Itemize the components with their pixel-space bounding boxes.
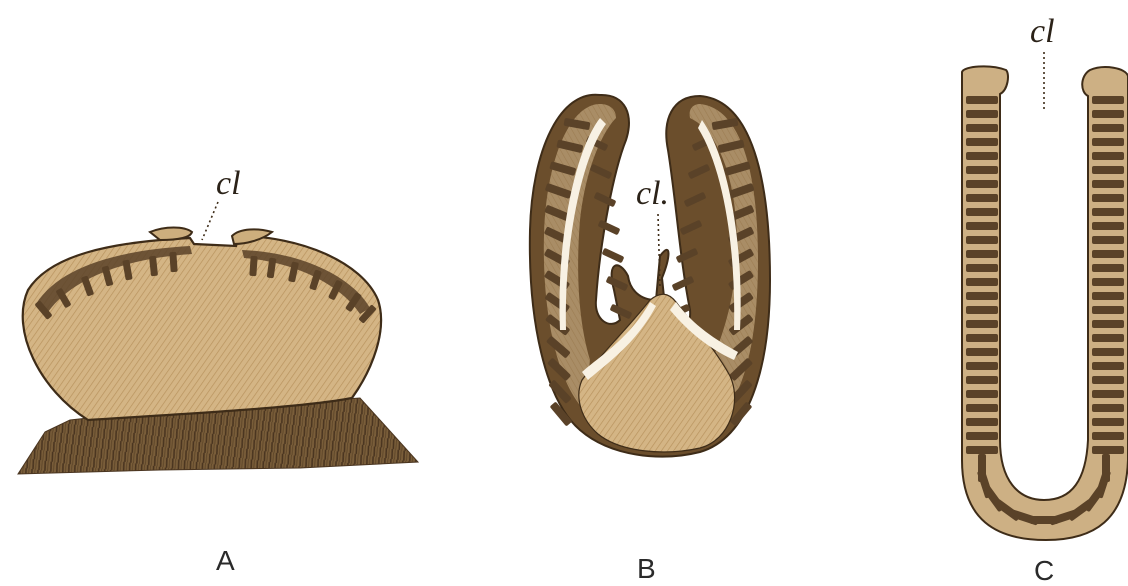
panel-b-letter: B bbox=[637, 553, 656, 584]
panel-c-cell bbox=[966, 124, 998, 132]
panel-c-cell bbox=[1092, 194, 1124, 202]
panel-c-cell bbox=[966, 292, 998, 300]
panel-c-cell bbox=[1092, 208, 1124, 216]
panel-c-cell bbox=[966, 404, 998, 412]
panel-b-cell bbox=[602, 248, 625, 264]
panel-c-cell bbox=[966, 222, 998, 230]
panel-c-cell bbox=[966, 138, 998, 146]
panel-c-cell bbox=[966, 348, 998, 356]
panel-b-cl-label: cl. bbox=[636, 175, 669, 212]
panel-c-cell bbox=[1092, 292, 1124, 300]
panel-c-cell bbox=[966, 432, 998, 440]
panel-c-cell bbox=[1092, 362, 1124, 370]
panel-c-cell bbox=[1092, 404, 1124, 412]
panel-a-cl-pointer bbox=[202, 202, 218, 240]
panel-c-cell bbox=[966, 110, 998, 118]
panel-a-cell bbox=[249, 256, 257, 276]
panel-c-cell bbox=[966, 180, 998, 188]
panel-c-cell bbox=[1092, 376, 1124, 384]
panel-c-cell bbox=[1092, 250, 1124, 258]
panel-c-cell bbox=[1092, 390, 1124, 398]
panel-c-cell bbox=[978, 454, 986, 482]
panel-c-cell bbox=[966, 390, 998, 398]
panel-c-cell bbox=[1092, 152, 1124, 160]
panel-c-letter: C bbox=[1034, 555, 1054, 586]
panel-c-cell bbox=[1092, 236, 1124, 244]
panel-a-letter: A bbox=[216, 545, 235, 576]
panel-c-cell bbox=[966, 278, 998, 286]
panel-c-cell bbox=[1092, 348, 1124, 356]
panel-c-cell bbox=[1092, 110, 1124, 118]
panel-c-cl-label: cl bbox=[1030, 13, 1055, 50]
panel-c-cell bbox=[966, 166, 998, 174]
panel-c-cell bbox=[1092, 334, 1124, 342]
panel-c-cell bbox=[1092, 138, 1124, 146]
panel-a-cell bbox=[169, 252, 177, 272]
panel-c-cell bbox=[966, 320, 998, 328]
panel-c-cell bbox=[966, 376, 998, 384]
panel-c-cell bbox=[966, 362, 998, 370]
panel-c-cell bbox=[966, 250, 998, 258]
panel-c-cell bbox=[966, 264, 998, 272]
panel-c-cell bbox=[966, 96, 998, 104]
panel-c-cell bbox=[1092, 432, 1124, 440]
panel-c-cell bbox=[1092, 222, 1124, 230]
panel-c-cell bbox=[966, 446, 998, 454]
panel-c-cell bbox=[1092, 166, 1124, 174]
panel-c: cl C bbox=[962, 13, 1128, 586]
panel-a-cl-label: cl bbox=[216, 165, 241, 202]
panel-a-embryo-body bbox=[23, 236, 381, 420]
panel-c-cell bbox=[1092, 124, 1124, 132]
panel-c-cell bbox=[966, 152, 998, 160]
panel-c-cell bbox=[1092, 446, 1124, 454]
panel-c-cell bbox=[1092, 418, 1124, 426]
panel-c-cell bbox=[1092, 278, 1124, 286]
panel-c-cell bbox=[966, 194, 998, 202]
panel-c-cell bbox=[966, 418, 998, 426]
panel-b: cl. B bbox=[530, 95, 770, 584]
panel-c-cell bbox=[966, 306, 998, 314]
panel-c-cell bbox=[966, 334, 998, 342]
panel-c-cell bbox=[1092, 180, 1124, 188]
panel-c-cell bbox=[1092, 96, 1124, 104]
panel-a: cl A bbox=[18, 165, 418, 576]
panel-c-cell bbox=[1092, 320, 1124, 328]
panel-c-cell bbox=[966, 236, 998, 244]
panel-c-cell bbox=[1092, 264, 1124, 272]
panel-c-cell bbox=[1092, 306, 1124, 314]
panel-c-cell bbox=[966, 208, 998, 216]
